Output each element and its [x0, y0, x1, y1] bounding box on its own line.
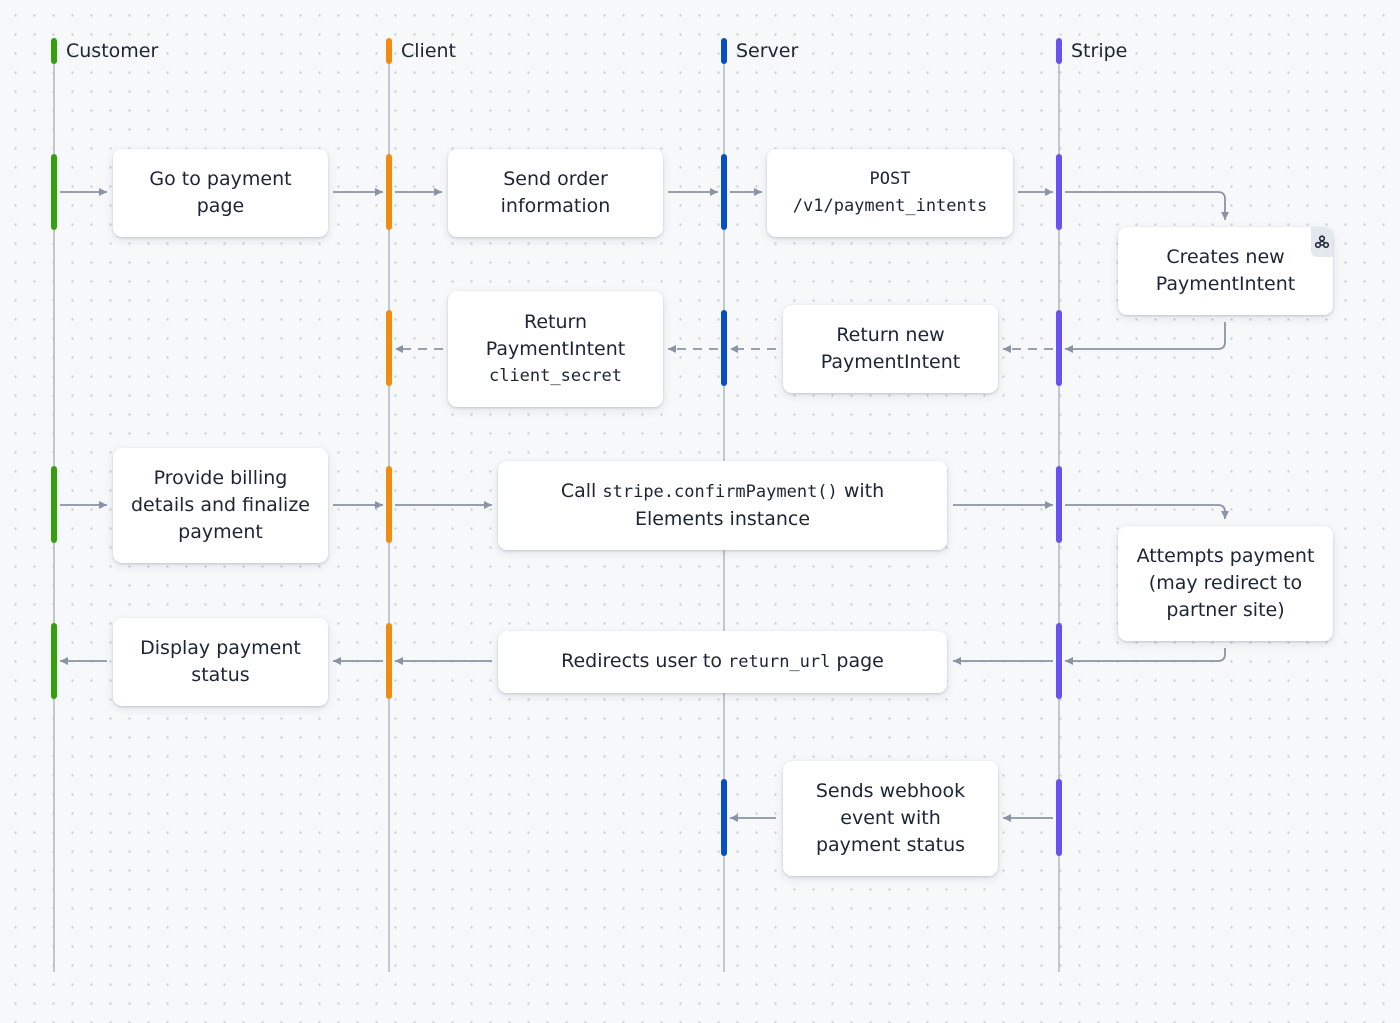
- activation-bar-customer: [51, 466, 57, 543]
- step-label: Sends webhook event with payment status: [815, 780, 966, 856]
- activation-bar-stripe: [1056, 310, 1062, 386]
- step-label: Go to payment page: [149, 168, 292, 217]
- lane-color-bar: [51, 38, 57, 64]
- activation-bar-stripe: [1056, 779, 1062, 856]
- lane-header-server: Server: [721, 38, 798, 64]
- step-creates-payment-intent: Creates new PaymentIntent: [1118, 227, 1333, 315]
- step-label-method: POST: [869, 169, 911, 189]
- step-return-new-payment-intent: Return new PaymentIntent: [783, 305, 998, 393]
- activation-bar-customer: [51, 623, 57, 699]
- step-label-line1: Return: [523, 310, 588, 333]
- step-label: Attempts payment (may redirect to partne…: [1136, 545, 1315, 621]
- step-label-text: Redirects user to: [561, 650, 729, 672]
- activation-bar-client: [386, 623, 392, 699]
- activation-bar-stripe: [1056, 623, 1062, 699]
- lane-header-stripe: Stripe: [1056, 38, 1127, 64]
- step-label: Return new PaymentIntent: [820, 324, 961, 373]
- lane-color-bar: [721, 38, 727, 64]
- step-label: Creates new PaymentIntent: [1155, 246, 1296, 295]
- step-label-code: client_secret: [488, 365, 623, 386]
- step-attempts-payment: Attempts payment (may redirect to partne…: [1118, 526, 1333, 641]
- step-label-endpoint: /v1/payment_intents: [792, 196, 988, 216]
- activation-bar-client: [386, 154, 392, 230]
- lane-color-bar: [1056, 38, 1062, 64]
- activation-bar-client: [386, 310, 392, 386]
- step-provide-billing: Provide billing details and finalize pay…: [113, 448, 328, 563]
- step-post-payment-intents: POST /v1/payment_intents: [767, 149, 1013, 237]
- lane-name: Stripe: [1071, 40, 1128, 62]
- activation-bar-client: [386, 466, 392, 543]
- step-redirect-return-url: Redirects user to return_url page: [498, 631, 947, 693]
- activation-bar-stripe: [1056, 154, 1062, 230]
- step-label: Send order information: [500, 168, 611, 217]
- lane-header-customer: Customer: [51, 38, 158, 64]
- activation-bar-server: [721, 779, 727, 856]
- lane-name: Server: [736, 40, 799, 62]
- lane-color-bar: [386, 38, 392, 64]
- step-return-client-secret: Return PaymentIntent client_secret: [448, 291, 663, 407]
- lane-name: Customer: [66, 40, 159, 62]
- step-label: Provide billing details and finalize pay…: [131, 467, 310, 543]
- lane-name: Client: [401, 40, 457, 62]
- step-confirm-payment: Call stripe.confirmPayment() with Elemen…: [498, 461, 947, 550]
- flow-arrow: [1065, 504, 1229, 519]
- step-label-text: Call: [560, 480, 603, 502]
- step-label-text: with: [837, 480, 885, 502]
- step-label-line1: Redirects user to return_url page: [561, 648, 884, 676]
- step-go-to-payment: Go to payment page: [113, 149, 328, 237]
- flow-arrow: [1065, 191, 1229, 220]
- step-send-order: Send order information: [448, 149, 663, 237]
- step-label-code: stripe.confirmPayment(): [602, 482, 838, 502]
- activation-bar-customer: [51, 154, 57, 230]
- activation-bar-server: [721, 310, 727, 386]
- step-label-code: return_url: [728, 652, 831, 672]
- lane-header-client: Client: [386, 38, 456, 64]
- step-label-line2: PaymentIntent: [485, 337, 626, 360]
- activation-bar-stripe: [1056, 466, 1062, 543]
- step-label-line2: Elements instance: [634, 508, 811, 530]
- flow-arrow: [1065, 648, 1226, 665]
- webhook-icon: [1311, 227, 1333, 257]
- step-label-text: page: [830, 650, 884, 672]
- step-label-line1: Call stripe.confirmPayment() with: [561, 478, 884, 506]
- activation-bar-server: [721, 154, 727, 230]
- step-display-status: Display payment status: [113, 618, 328, 706]
- flow-arrow: [1065, 322, 1226, 353]
- step-label: Display payment status: [140, 637, 301, 686]
- step-sends-webhook: Sends webhook event with payment status: [783, 761, 998, 876]
